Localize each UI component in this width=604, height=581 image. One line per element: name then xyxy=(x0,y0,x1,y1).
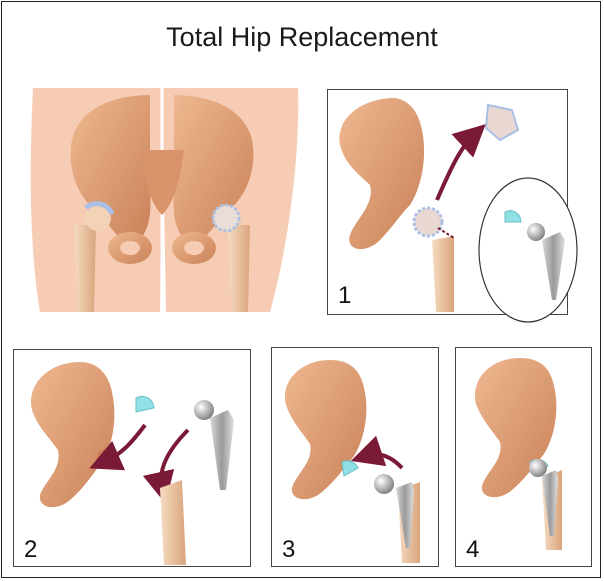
step2-hip-bone xyxy=(31,362,114,507)
step1-hip-bone xyxy=(339,98,424,249)
step2-femur-shaft xyxy=(160,480,186,565)
step-1-number: 1 xyxy=(338,282,351,310)
step-2-illustration xyxy=(31,362,234,565)
step3-hip-bone xyxy=(285,360,366,499)
step-4-number: 4 xyxy=(466,536,479,564)
step-4-illustration xyxy=(475,358,562,550)
removed-head xyxy=(486,105,518,140)
overview-pelvis xyxy=(31,88,299,312)
step1-arrow xyxy=(437,135,474,200)
step-1-illustration xyxy=(339,98,577,322)
step-2-number: 2 xyxy=(24,536,37,564)
step1-femur-shaft xyxy=(432,236,454,312)
step3-arrow xyxy=(366,454,402,468)
step-3-illustration xyxy=(285,360,420,563)
step-3-number: 3 xyxy=(282,536,295,564)
step2-stem-arrow xyxy=(161,430,188,488)
step2-stem xyxy=(210,410,234,490)
